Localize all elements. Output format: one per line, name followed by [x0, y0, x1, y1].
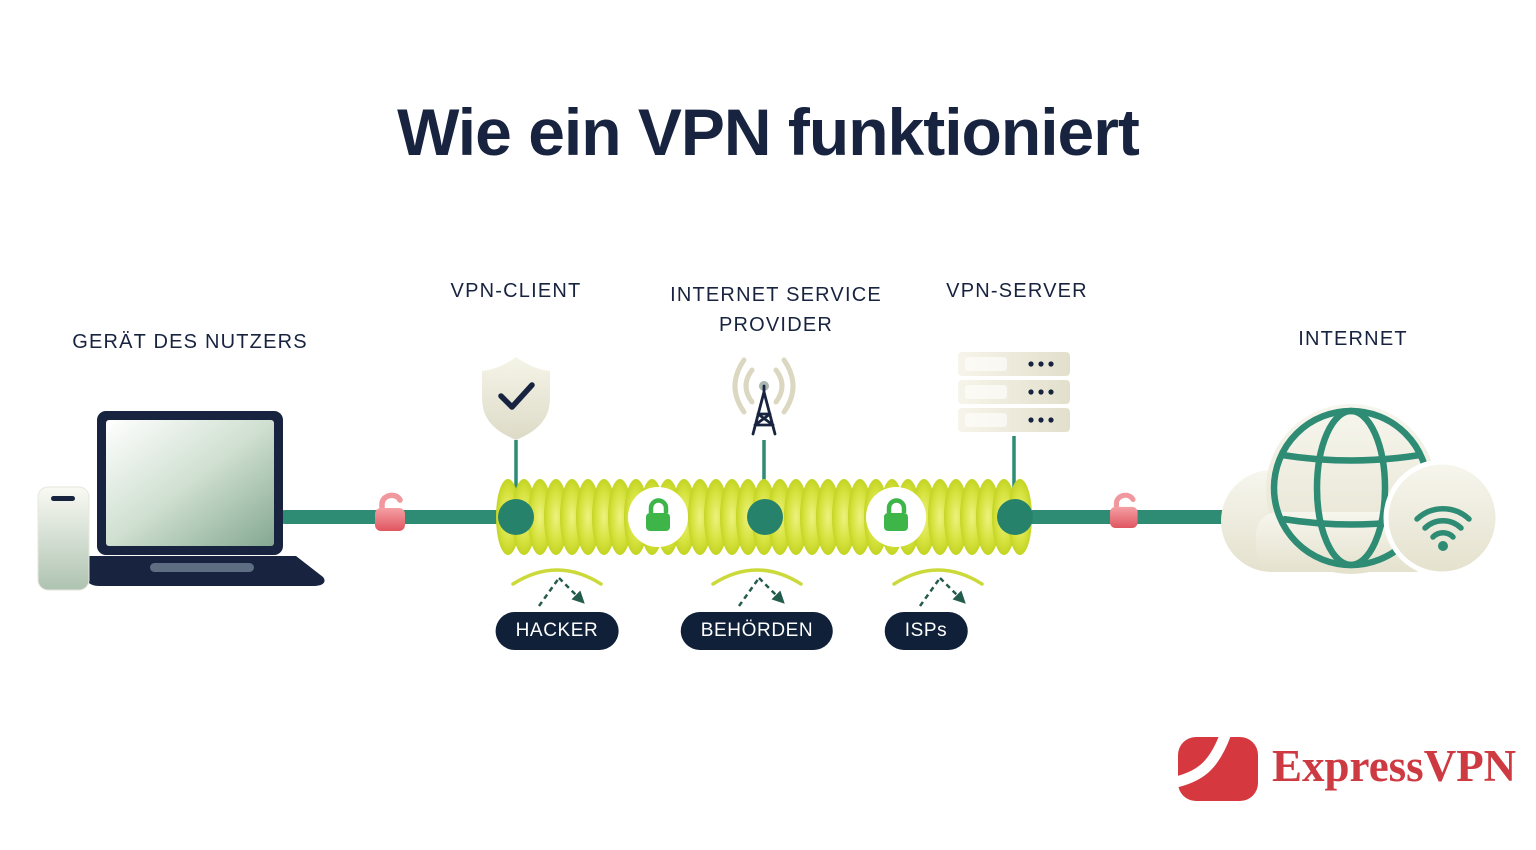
tunnel-node-server: [997, 499, 1033, 535]
threat-badge-behoerden: BEHÖRDEN: [680, 612, 834, 650]
server-stack-icon: [958, 352, 1070, 432]
tunnel-node-isp: [747, 499, 783, 535]
shield-check-icon: [482, 357, 550, 440]
closed-padlock-icon: [628, 487, 688, 547]
deflection-behoerden: [711, 568, 803, 607]
tunnel-node-client: [498, 499, 534, 535]
device-label: GERÄT DES NUTZERS: [72, 331, 308, 353]
page-title: Wie ein VPN funktioniert: [397, 95, 1140, 169]
isp-label: INTERNET SERVICE PROVIDER: [670, 284, 882, 336]
closed-padlock-icon: [866, 487, 926, 547]
open-padlock-icon: [1110, 492, 1138, 529]
threat-badge-isps: ISPs: [884, 612, 968, 650]
laptop-icon: [85, 411, 325, 586]
vpn-client-label: VPN-CLIENT: [450, 280, 582, 302]
expressvpn-logo-icon: [1166, 727, 1258, 801]
radio-tower-icon: [732, 357, 796, 436]
threat-badge-hacker: HACKER: [495, 612, 619, 650]
internet-label: INTERNET: [1298, 328, 1408, 350]
deflection-isps: [892, 568, 984, 607]
vpn-server-label: VPN-SERVER: [946, 280, 1088, 302]
deflection-hacker: [511, 568, 603, 607]
wifi-icon: [1383, 459, 1501, 577]
internet-cloud-icon: [1221, 404, 1501, 577]
open-padlock-icon: [375, 492, 405, 531]
phone-icon: [37, 486, 90, 591]
expressvpn-wordmark: ExpressVPN: [1272, 741, 1517, 791]
